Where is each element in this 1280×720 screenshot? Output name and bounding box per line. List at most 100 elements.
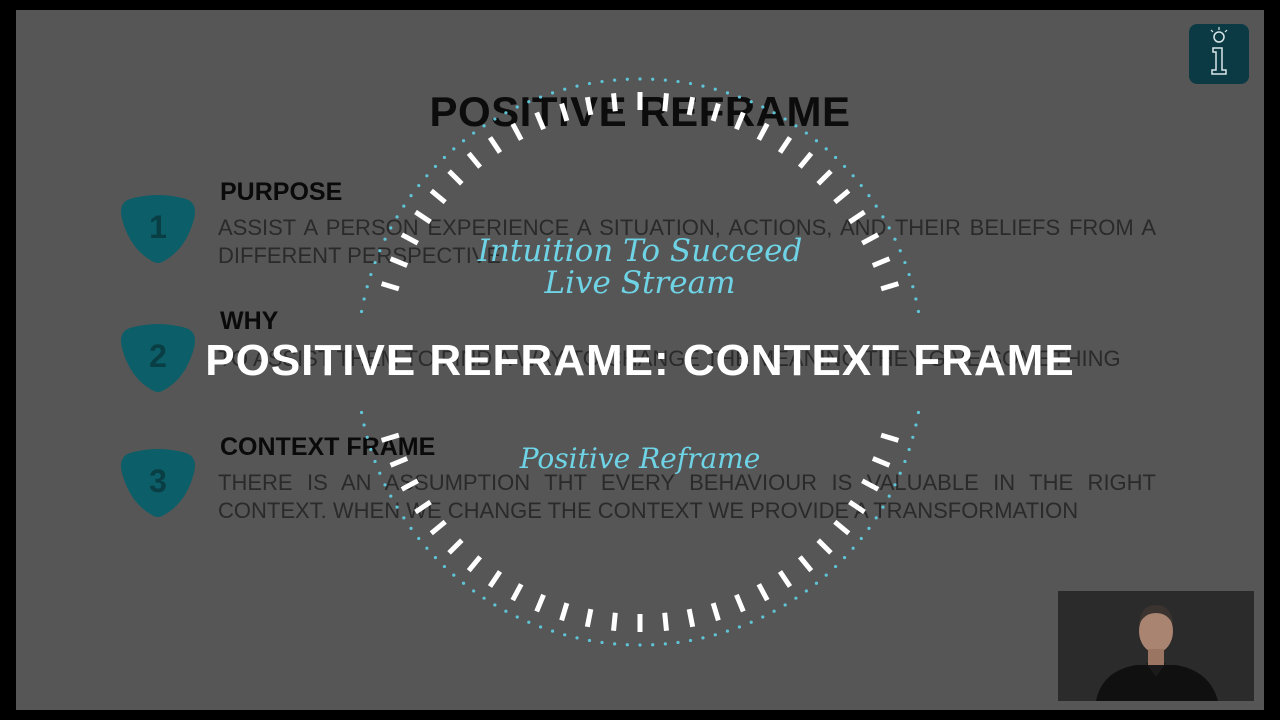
ring-dash bbox=[816, 169, 833, 186]
ring-dot bbox=[824, 147, 828, 151]
ring-dot bbox=[874, 204, 878, 208]
ring-dot bbox=[538, 95, 543, 99]
ring-dot bbox=[761, 615, 765, 619]
ring-dot bbox=[472, 131, 476, 135]
ring-dot bbox=[859, 536, 863, 541]
ring-dot bbox=[749, 620, 753, 624]
ring-dash bbox=[510, 122, 524, 141]
ring-dot bbox=[395, 505, 399, 509]
ring-dot bbox=[663, 642, 667, 646]
ring-dot bbox=[378, 249, 382, 253]
ring-dot bbox=[504, 111, 508, 115]
ring-dot bbox=[402, 204, 406, 208]
ring-dot bbox=[794, 596, 798, 600]
ring-dot bbox=[625, 643, 629, 647]
ring-dot bbox=[794, 124, 798, 128]
ring-dash bbox=[734, 111, 746, 131]
ring-dot bbox=[851, 546, 855, 550]
ring-dot bbox=[383, 237, 387, 241]
ring-dot bbox=[663, 78, 667, 82]
ring-dot bbox=[383, 483, 387, 487]
ring-dot bbox=[563, 87, 567, 91]
ring-dot bbox=[461, 139, 466, 143]
ring-dot bbox=[550, 91, 555, 95]
ring-dot bbox=[515, 615, 519, 619]
section-body-why: TO ASSIST THEM TO FIND A WAY TO CHANGE T… bbox=[218, 346, 1121, 371]
ring-dot bbox=[651, 77, 655, 81]
ring-dot bbox=[916, 309, 921, 314]
shield-badge-icon bbox=[121, 195, 195, 263]
ring-dot bbox=[713, 633, 717, 637]
ring-dot bbox=[575, 84, 579, 88]
ring-dash bbox=[871, 456, 891, 468]
ring-dot bbox=[772, 609, 776, 613]
ring-dot bbox=[893, 483, 897, 487]
badge-number: 3 bbox=[149, 463, 167, 499]
ring-dot bbox=[369, 447, 373, 452]
ring-dot bbox=[362, 297, 366, 301]
ring-dot bbox=[867, 194, 871, 198]
ring-dot bbox=[903, 459, 907, 464]
ring-dot bbox=[600, 79, 604, 84]
ring-dot bbox=[887, 226, 891, 230]
ring-dash bbox=[797, 555, 814, 573]
ring-dot bbox=[613, 642, 617, 646]
section-heading-why: WHY bbox=[220, 307, 279, 335]
ring-dashes bbox=[380, 92, 900, 632]
ring-dash bbox=[734, 593, 746, 613]
ring-dot bbox=[587, 81, 592, 86]
ring-dot bbox=[783, 117, 787, 121]
ring-dash bbox=[584, 608, 594, 628]
section-body-context-frame: THERE IS AN ASSUMPTION THT EVERY BEHAVIO… bbox=[218, 470, 1156, 523]
ring-dot bbox=[887, 494, 891, 498]
slide: POSITIVE REFRAME 1 PURPOSE ASSIST A PERS… bbox=[16, 10, 1264, 710]
ring-dot bbox=[907, 447, 911, 452]
ring-dot bbox=[550, 629, 555, 633]
ring-dot bbox=[625, 77, 629, 81]
ring-dots bbox=[359, 77, 921, 647]
ring-dot bbox=[907, 272, 911, 277]
ring-dot bbox=[482, 124, 486, 128]
ring-dot bbox=[493, 603, 497, 607]
ring-dash bbox=[662, 612, 669, 631]
ring-dot bbox=[701, 636, 705, 640]
ring-dash bbox=[710, 102, 721, 122]
ring-dash bbox=[559, 102, 570, 122]
ring-dash bbox=[380, 432, 400, 443]
ring-dot bbox=[359, 309, 364, 314]
ring-dot bbox=[378, 471, 382, 475]
presenter-image bbox=[1058, 591, 1254, 701]
ring-dot bbox=[737, 95, 742, 99]
badge-3: 3 bbox=[120, 447, 196, 519]
ring-dot bbox=[389, 494, 393, 498]
presenter-video[interactable] bbox=[1058, 591, 1254, 701]
ring-dot bbox=[638, 643, 642, 647]
ring-dot bbox=[713, 87, 717, 91]
ring-dash bbox=[871, 256, 891, 268]
ring-dot bbox=[575, 636, 579, 640]
ring-dot bbox=[725, 629, 730, 633]
ring-dot bbox=[638, 77, 642, 81]
ring-dot bbox=[362, 423, 366, 427]
ring-dash bbox=[880, 281, 900, 292]
ring-dash bbox=[380, 281, 400, 292]
ring-dash bbox=[584, 96, 594, 116]
ring-dash bbox=[466, 555, 483, 573]
ring-dash bbox=[797, 151, 814, 169]
ring-dot bbox=[859, 183, 863, 188]
ring-dot bbox=[515, 105, 519, 109]
ring-dot bbox=[563, 633, 567, 637]
ring-dash bbox=[400, 232, 419, 246]
ring-dot bbox=[425, 546, 429, 550]
ring-dot bbox=[772, 111, 776, 115]
ring-dash bbox=[756, 122, 770, 141]
ring-dash bbox=[777, 570, 793, 588]
ring-dot bbox=[365, 435, 369, 439]
ring-dot bbox=[893, 237, 897, 241]
ring-dot bbox=[452, 573, 456, 577]
ring-dot bbox=[749, 100, 753, 104]
ring-dot bbox=[903, 260, 907, 265]
section-heading-purpose: PURPOSE bbox=[220, 178, 343, 206]
ring-dot bbox=[898, 249, 902, 253]
info-icon[interactable] bbox=[1189, 24, 1249, 84]
